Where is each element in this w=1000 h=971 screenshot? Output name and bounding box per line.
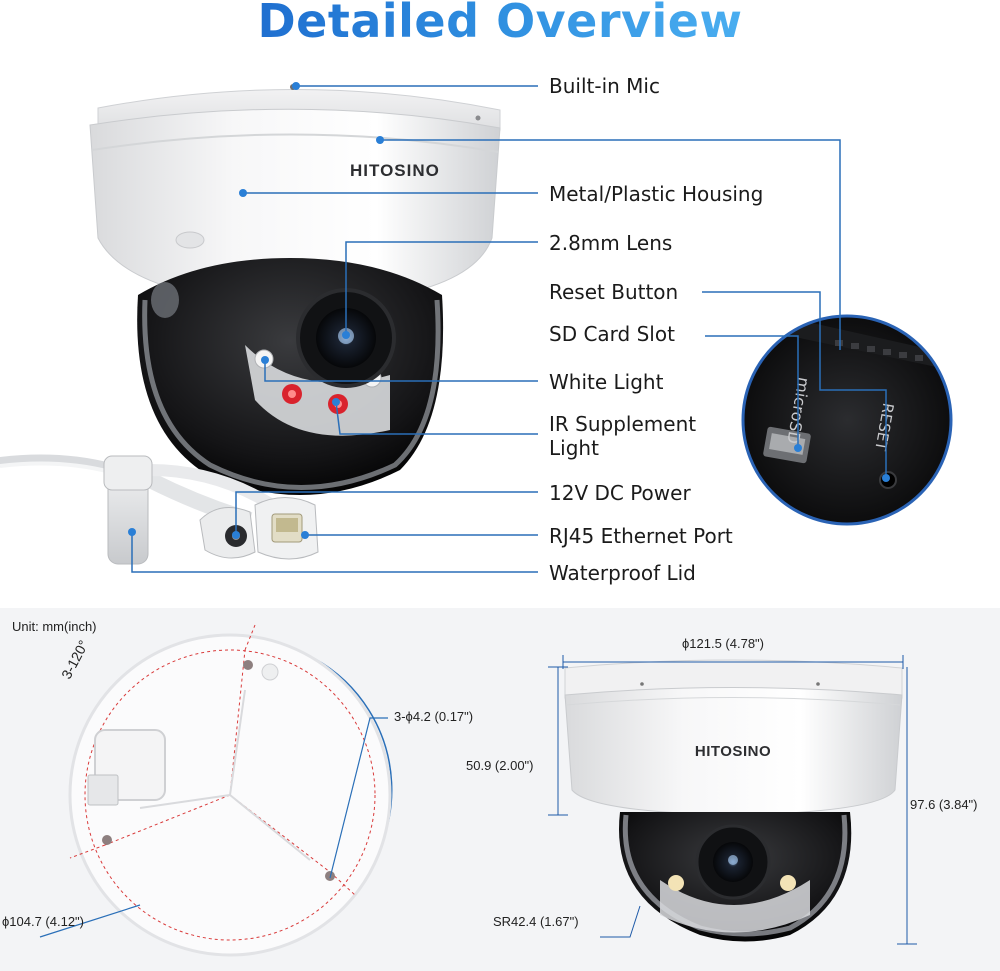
label-ir-line1: IR Supplement	[549, 412, 697, 436]
top-diameter-label: ϕ121.5 (4.78")	[682, 636, 764, 651]
housing-height-label: 50.9 (2.00")	[466, 758, 534, 773]
base-plate-diagram	[39, 624, 393, 957]
side-camera-diagram	[564, 659, 903, 942]
label-rj45: RJ45 Ethernet Port	[549, 524, 733, 548]
inset-zoom: microSD RESET	[741, 314, 953, 526]
unit-label: Unit: mm(inch)	[12, 619, 97, 634]
callout-dots	[128, 82, 890, 539]
page-title: Detailed Overview	[0, 0, 1000, 48]
label-sd-card-slot: SD Card Slot	[549, 322, 675, 346]
label-ir-line2: Light	[549, 436, 599, 460]
brand-logo: HITOSINO	[350, 161, 440, 180]
brand-logo-small: HITOSINO	[695, 743, 771, 760]
cable-assembly	[0, 454, 319, 565]
label-white-light: White Light	[549, 370, 664, 394]
camera-main	[89, 84, 501, 495]
holes-label: 3-ϕ4.2 (0.17")	[394, 709, 474, 724]
dimension-lines	[548, 655, 917, 945]
total-height-label: 97.6 (3.84")	[910, 797, 978, 812]
label-12v-power: 12V DC Power	[549, 481, 691, 505]
label-built-in-mic: Built-in Mic	[549, 74, 660, 98]
label-waterproof-lid: Waterproof Lid	[549, 561, 696, 585]
dome-radius-label: SR42.4 (1.67")	[493, 914, 579, 929]
label-housing: Metal/Plastic Housing	[549, 182, 764, 206]
label-reset-button: Reset Button	[549, 280, 679, 304]
label-lens: 2.8mm Lens	[549, 231, 673, 255]
base-diameter-label: ϕ104.7 (4.12")	[2, 914, 84, 929]
callout-lines	[131, 85, 887, 573]
